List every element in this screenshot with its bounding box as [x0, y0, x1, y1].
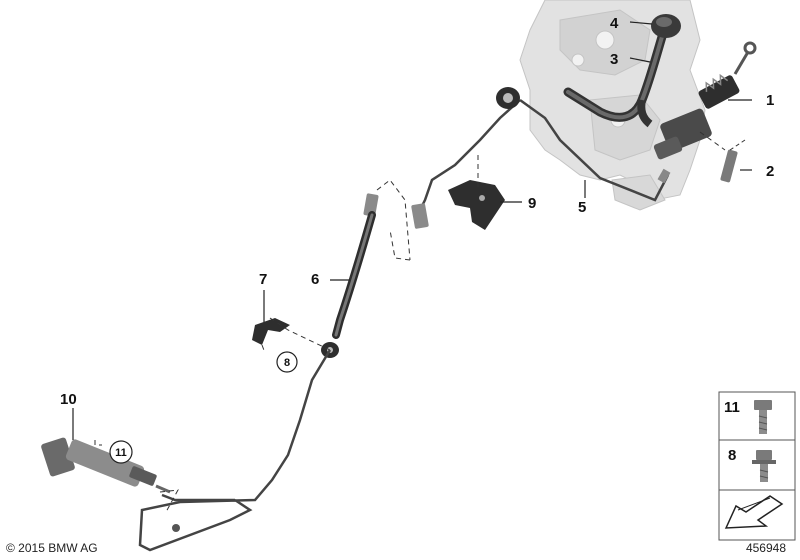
pressure-pipe-5: [418, 98, 670, 211]
callout-4: 4: [610, 15, 619, 32]
clutch-master-cylinder-1: [653, 41, 757, 160]
pressure-pipe-lower: [138, 349, 332, 552]
callout-1: 1: [766, 92, 774, 109]
hex-bolt-icon: [754, 400, 772, 434]
callout-2: 2: [766, 163, 774, 180]
svg-text:8: 8: [284, 357, 290, 369]
callout-labels: 1 2 3 4 5 6 7 9 10: [60, 15, 774, 408]
clutch-hose-6: [332, 211, 376, 339]
hex-flange-bolt-icon: [752, 450, 776, 482]
pipe-clip: [172, 524, 180, 532]
callout-leaders: [72, 21, 752, 440]
svg-text:11: 11: [115, 447, 127, 459]
callout-6: 6: [311, 271, 319, 288]
pipe-fitting-5: [657, 168, 671, 184]
reservoir-cap-4: [651, 14, 681, 38]
copyright-text: © 2015 BMW AG: [6, 541, 98, 555]
hose-connector: [363, 193, 429, 229]
assembly-lines: [94, 131, 726, 513]
callout-9: 9: [528, 195, 536, 212]
slave-cylinder-10: [41, 437, 171, 494]
legend-number-8: 8: [728, 447, 736, 464]
callout-5: 5: [578, 199, 586, 216]
circled-callout-11: 11: [109, 440, 133, 464]
callout-3: 3: [610, 51, 618, 68]
clip-7: [252, 318, 290, 345]
pin-2: [720, 139, 746, 183]
image-number: 456948: [745, 541, 786, 555]
legend-number-11: 11: [724, 399, 740, 416]
bracket-9: [448, 180, 505, 230]
callout-7: 7: [259, 271, 267, 288]
circled-callout-8: 8: [276, 351, 298, 373]
fastener-legend: 11 8: [718, 391, 796, 541]
direction-arrow-icon: [724, 495, 784, 529]
reservoir-hose-3: [563, 25, 669, 128]
grommet-upper: [496, 87, 520, 109]
callout-10: 10: [60, 391, 77, 408]
